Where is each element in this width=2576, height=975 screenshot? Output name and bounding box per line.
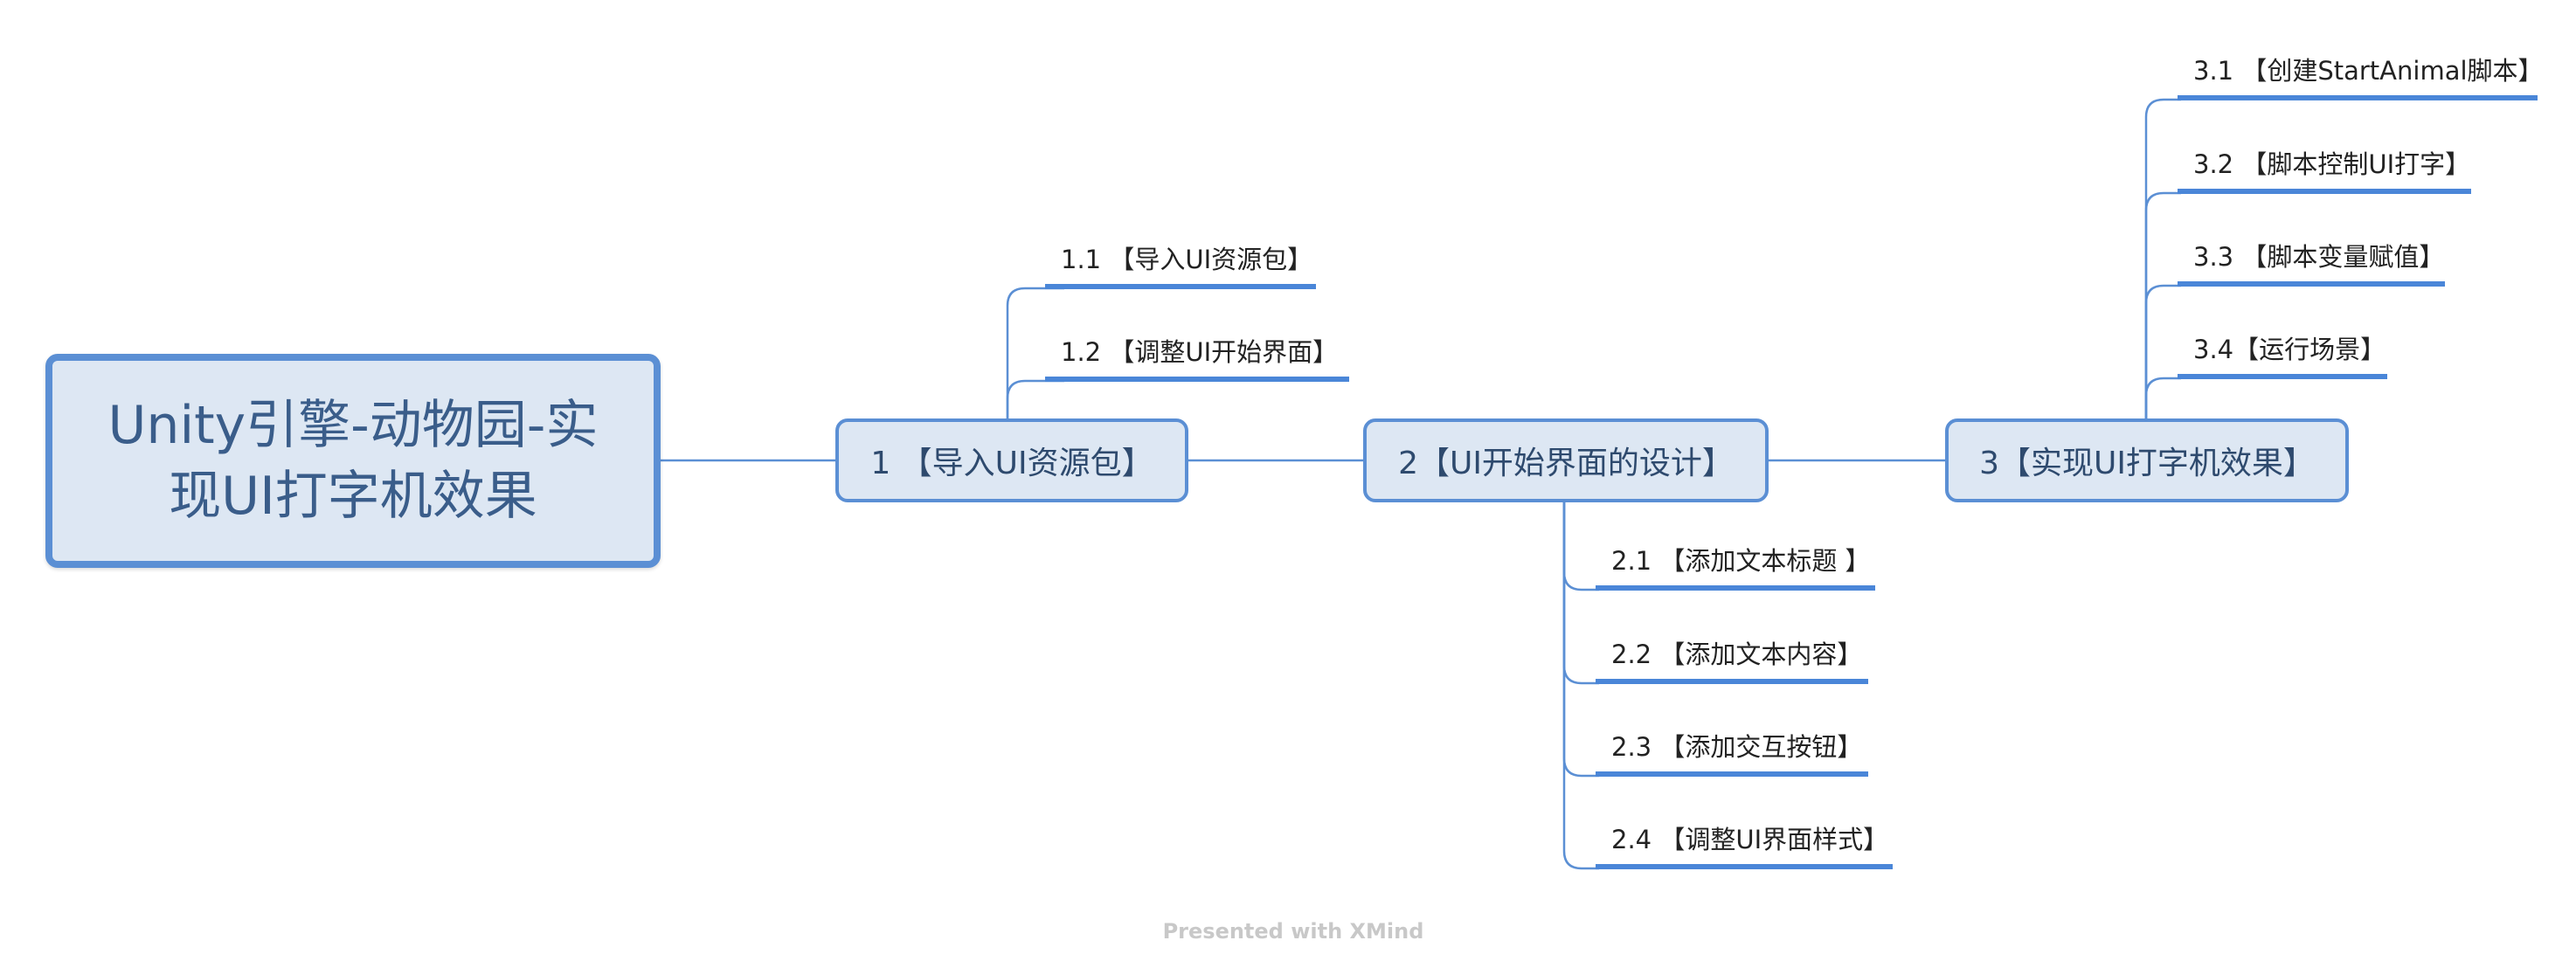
subtopic-2-1-label: 2.1 【添加文本标题 】	[1611, 546, 1871, 576]
root-topic[interactable]: Unity引擎-动物园-实现UI打字机效果	[45, 354, 661, 568]
connector-branch-3-child-2	[2144, 191, 2181, 418]
connector-branch-3-child-4	[2144, 377, 2181, 418]
branch-topic-3[interactable]: 3【实现UI打字机效果】	[1945, 418, 2349, 502]
connector-branch-1-child-2	[1006, 379, 1064, 418]
subtopic-2-3[interactable]: 2.3 【添加交互按钮】	[1596, 728, 1868, 777]
connector-branch-2-child-4	[1562, 502, 1599, 870]
subtopic-3-2-label: 3.2 【脚本控制UI打字】	[2193, 149, 2471, 179]
branch-topic-2-label: 2【UI开始界面的设计】	[1398, 446, 1734, 481]
subtopic-2-2-label: 2.2 【添加文本内容】	[1611, 640, 1863, 669]
branch-topic-1[interactable]: 1 【导入UI资源包】	[835, 418, 1188, 502]
footer-credit: Presented with XMind	[1162, 919, 1424, 944]
subtopic-2-4[interactable]: 2.4 【调整UI界面样式】	[1596, 820, 1893, 869]
subtopic-2-3-label: 2.3 【添加交互按钮】	[1611, 732, 1863, 762]
subtopic-2-2[interactable]: 2.2 【添加文本内容】	[1596, 635, 1868, 684]
subtopic-3-3[interactable]: 3.3 【脚本变量赋值】	[2178, 238, 2445, 287]
subtopic-3-1-label: 3.1 【创建StartAnimal脚本】	[2193, 56, 2544, 86]
connector-branch-3-child-3	[2144, 284, 2181, 418]
subtopic-1-2-label: 1.2 【调整UI开始界面】	[1061, 337, 1339, 367]
connector-branch-3-child-1	[2144, 98, 2181, 418]
connector-branch-1-child-1	[1006, 287, 1064, 418]
branch-topic-2[interactable]: 2【UI开始界面的设计】	[1363, 418, 1769, 502]
connector-branch-2-child-2	[1562, 502, 1599, 685]
subtopic-3-4[interactable]: 3.4【运行场景】	[2178, 330, 2387, 379]
subtopic-3-3-label: 3.3 【脚本变量赋值】	[2193, 242, 2445, 272]
connector-branch-2-child-3	[1562, 502, 1599, 778]
subtopic-2-4-label: 2.4 【调整UI界面样式】	[1611, 825, 1889, 854]
subtopic-1-1[interactable]: 1.1 【导入UI资源包】	[1045, 240, 1316, 289]
branch-topic-1-label: 1 【导入UI资源包】	[870, 446, 1153, 481]
subtopic-1-1-label: 1.1 【导入UI资源包】	[1061, 245, 1313, 274]
subtopic-3-1[interactable]: 3.1 【创建StartAnimal脚本】	[2178, 52, 2544, 100]
root-topic-label: Unity引擎-动物园-实现UI打字机效果	[107, 394, 599, 527]
connector-branch-2-child-1	[1562, 502, 1599, 591]
subtopic-3-4-label: 3.4【运行场景】	[2193, 335, 2386, 364]
subtopic-1-2[interactable]: 1.2 【调整UI开始界面】	[1045, 333, 1349, 382]
subtopic-2-1[interactable]: 2.1 【添加文本标题 】	[1596, 542, 1875, 591]
branch-topic-3-label: 3【实现UI打字机效果】	[1979, 446, 2315, 481]
subtopic-3-2[interactable]: 3.2 【脚本控制UI打字】	[2178, 145, 2471, 194]
